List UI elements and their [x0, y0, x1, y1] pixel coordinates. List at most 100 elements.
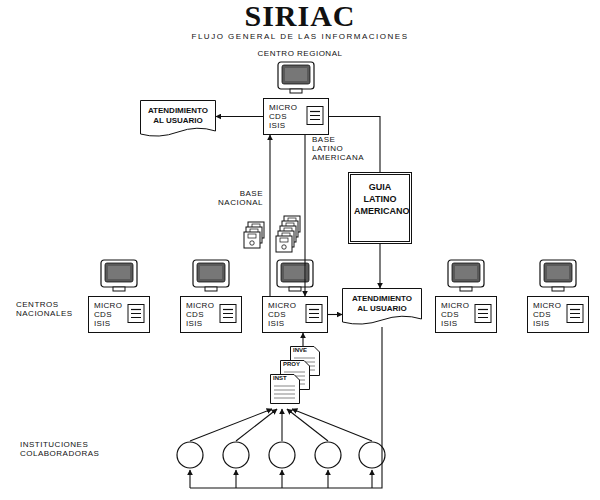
drawing-part	[274, 398, 295, 399]
drawing-part	[310, 115, 320, 116]
drawing-part	[306, 305, 322, 323]
drawing-part	[131, 309, 141, 310]
node-text: MICRO CDS ISIS	[186, 301, 218, 328]
drawing-part	[223, 313, 233, 314]
user-service-document: ATENDIMIENTO AL USUARIO	[342, 288, 422, 327]
node-text: INST	[273, 375, 297, 382]
collaborating-institutions	[177, 442, 385, 468]
text-label: BASE LATINO AMERICANA	[312, 135, 348, 162]
text-label: INSTITUCIONES COLABORADORAS	[20, 440, 120, 458]
drawing-part	[310, 111, 320, 112]
node-text: MICRO CDS ISIS	[268, 301, 300, 328]
drawing-part	[309, 309, 319, 310]
computer-box: MICRO CDS ISIS	[180, 296, 242, 333]
drawing-part	[307, 107, 323, 125]
drawing-part	[274, 386, 295, 387]
node-text: INVE	[293, 347, 317, 354]
drawing-part	[278, 62, 314, 93]
drawing-part	[269, 442, 295, 468]
drawing-part	[292, 409, 372, 441]
drawing-part	[235, 470, 236, 488]
drawing-part	[309, 313, 319, 314]
drawing-part	[193, 260, 229, 291]
drawing-part	[310, 119, 320, 120]
computer-box: MICRO CDS ISIS	[527, 296, 589, 333]
drawing-part	[478, 313, 488, 314]
monitor-icons	[101, 62, 576, 291]
text-label: CENTROS NACIONALES	[16, 300, 82, 318]
flow-arrow	[379, 244, 380, 288]
flow-arrow	[269, 135, 270, 296]
drawing-part	[274, 390, 295, 391]
drawing-part	[448, 260, 484, 291]
drawing-part	[277, 260, 313, 291]
node-text: MICRO CDS ISIS	[441, 301, 473, 328]
drawing-part	[101, 260, 137, 291]
computer-box: MICRO CDS ISIS	[88, 296, 150, 333]
drawing-part	[567, 305, 583, 323]
text-label: CENTRO REGIONAL	[240, 49, 360, 58]
drawing-part	[570, 313, 580, 314]
node-text: PROY	[283, 361, 307, 368]
disk-stack-nacional	[244, 222, 264, 248]
drawing-part	[475, 305, 491, 323]
drawing-part	[128, 305, 144, 323]
drawing-part	[570, 309, 580, 310]
drawing-part	[223, 317, 233, 318]
node-text: ATENDIMIENTO AL USUARIO	[144, 106, 212, 126]
drawing-part	[271, 375, 300, 404]
text-label: BASE NACIONAL	[215, 189, 263, 207]
drawing-part	[236, 409, 277, 441]
drawing-part	[131, 313, 141, 314]
drawing-part	[281, 470, 282, 488]
feedback-lines	[190, 327, 382, 488]
drawing-part	[281, 409, 282, 441]
diagram-title: SIRIAC	[0, 0, 600, 32]
drawing-part	[276, 236, 292, 252]
flow-arrow	[328, 314, 342, 315]
flow-arrow	[304, 135, 305, 296]
guide-book: GUIA LATINO AMERICANO	[348, 172, 412, 244]
text-label: FLUJO GENERAL DE LAS INFORMACIONES	[150, 32, 450, 41]
flow-arrow	[216, 116, 263, 117]
drawing-part	[371, 470, 372, 488]
node-text: ATENDIMIENTO AL USUARIO	[346, 294, 418, 314]
record-sheet: INST	[270, 374, 300, 404]
drawing-part	[220, 305, 236, 323]
node-text: MICRO CDS ISIS	[269, 103, 301, 130]
drawing-part	[478, 317, 488, 318]
drawing-part	[540, 260, 576, 291]
drawing-part	[141, 101, 216, 137]
drawing-part	[315, 442, 341, 468]
node-text: MICRO CDS ISIS	[94, 301, 126, 328]
drawing-part	[294, 358, 315, 359]
drawing-part	[343, 289, 422, 325]
computer-box: MICRO CDS ISIS	[435, 296, 497, 333]
drawing-part	[309, 317, 319, 318]
drawing-part	[189, 470, 190, 488]
flow-arrow	[302, 333, 303, 346]
drawing-part	[190, 409, 272, 441]
drawing-part	[287, 409, 328, 441]
computer-box: MICRO CDS ISIS	[262, 296, 328, 333]
drawing-part	[223, 309, 233, 310]
drawing-part	[327, 470, 328, 488]
user-service-document: ATENDIMIENTO AL USUARIO	[140, 100, 216, 139]
drawing-part	[190, 327, 382, 488]
drawing-part	[274, 394, 295, 395]
drawing-part	[131, 317, 141, 318]
node-text: MICRO CDS ISIS	[533, 301, 565, 328]
drawing-part	[478, 309, 488, 310]
drawing-part	[570, 317, 580, 318]
drawing-part	[177, 442, 203, 468]
contribution-arrows	[190, 409, 372, 441]
drawing-part	[223, 442, 249, 468]
drawing-part	[359, 442, 385, 468]
drawing-part	[244, 232, 260, 248]
computer-box: MICRO CDS ISIS	[263, 98, 329, 135]
node-text: GUIA LATINO AMERICANO	[354, 181, 406, 217]
disk-stack-latino	[276, 216, 300, 252]
